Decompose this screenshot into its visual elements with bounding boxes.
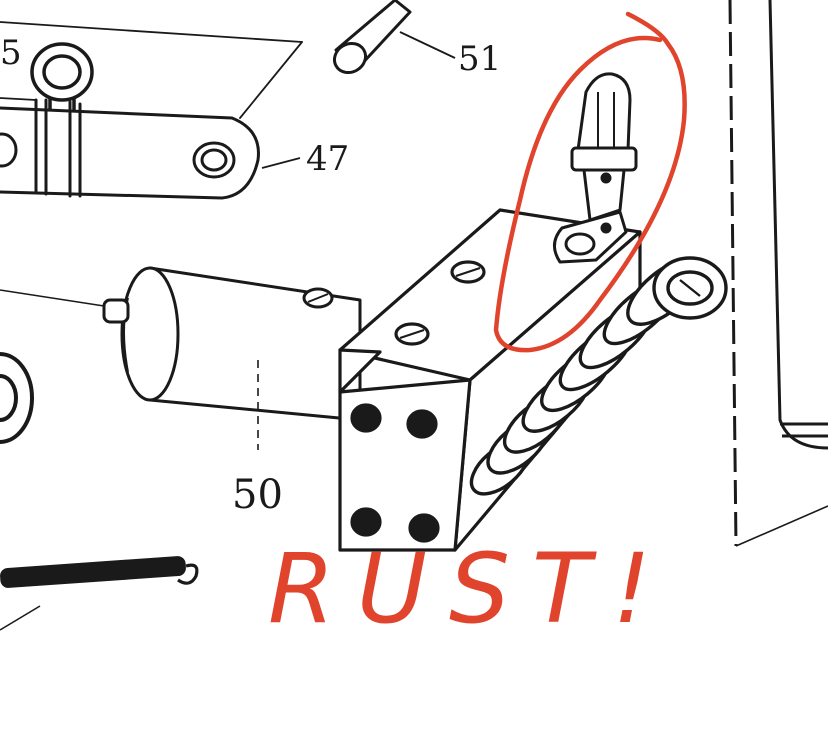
annotation-circle xyxy=(493,11,687,353)
leader-lines xyxy=(261,157,301,169)
label-part-50: 50 xyxy=(232,472,283,518)
right-column-part xyxy=(728,0,828,547)
part-47-link-plate xyxy=(0,21,303,200)
annotation-rust-text: RUST! xyxy=(268,533,673,645)
part-50-cylinder xyxy=(0,266,362,450)
label-part-51: 51 xyxy=(458,39,501,79)
label-part-5: 5 xyxy=(0,33,22,73)
label-part-47: 47 xyxy=(306,139,349,179)
spring xyxy=(469,256,728,496)
plunger-fork xyxy=(553,72,638,264)
left-partial-part xyxy=(0,352,34,444)
part-5-ring xyxy=(30,42,94,110)
tension-spring xyxy=(0,556,199,631)
part-51-pin xyxy=(332,0,456,75)
